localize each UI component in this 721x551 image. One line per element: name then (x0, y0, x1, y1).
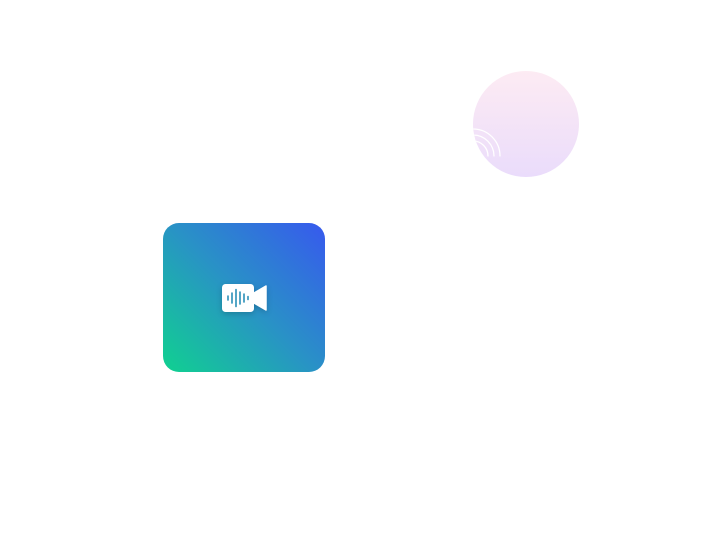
video-app-tile[interactable] (163, 223, 325, 372)
wireless-signal-icon (473, 128, 501, 157)
video-camera-waveform-icon (222, 283, 267, 312)
decorative-gradient-circle (473, 71, 579, 177)
